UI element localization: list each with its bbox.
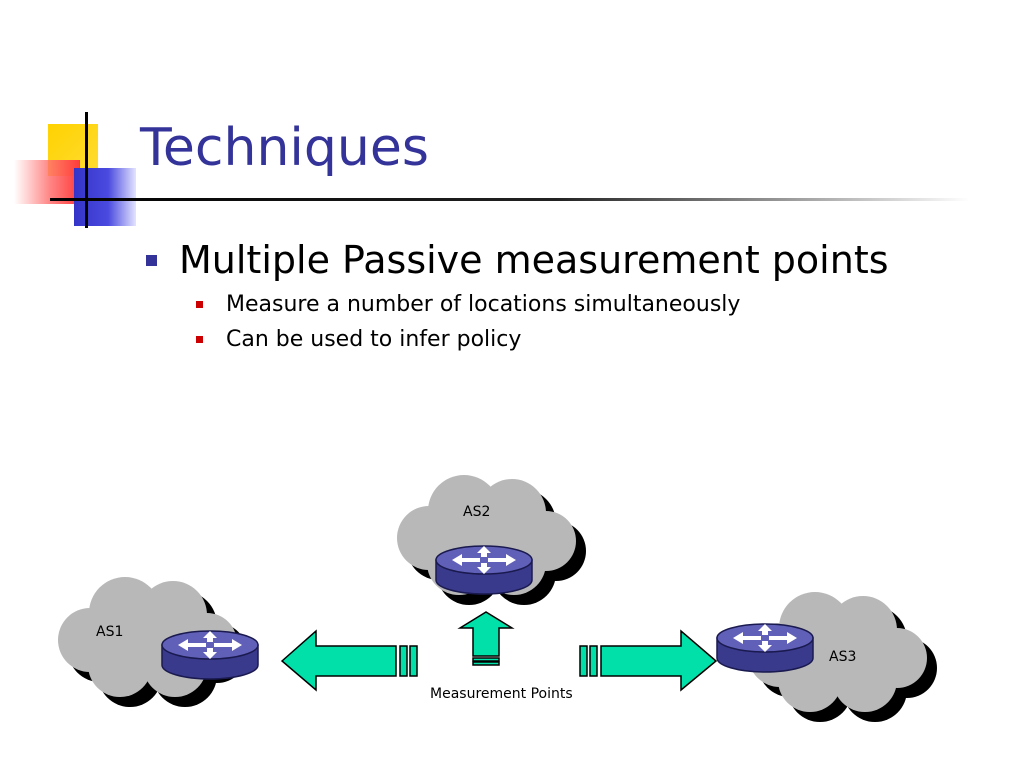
- as1-label: AS1: [96, 624, 123, 640]
- logo-red-square: [14, 160, 80, 204]
- sub-bullet-text: Can be used to infer policy: [226, 327, 522, 352]
- sub-bullet-text: Measure a number of locations simultaneo…: [226, 292, 741, 317]
- left-measurement-arrow-icon: [280, 629, 418, 692]
- sub-bullet-square-icon: [196, 301, 203, 308]
- as3-label: AS3: [829, 649, 856, 665]
- up-measurement-arrow-icon: [457, 611, 515, 666]
- sub-bullet-square-icon: [196, 336, 203, 343]
- sub-bullet: Can be used to infer policy: [196, 327, 889, 352]
- bullet-main-text: Multiple Passive measurement points: [179, 238, 889, 282]
- router-as2-icon: [435, 545, 533, 595]
- slide-title: Techniques: [140, 118, 429, 178]
- logo-blue-square: [74, 168, 136, 226]
- sub-bullet: Measure a number of locations simultaneo…: [196, 292, 889, 317]
- bullet-main: Multiple Passive measurement points: [146, 238, 889, 282]
- as2-label: AS2: [463, 504, 490, 520]
- bullet-list: Multiple Passive measurement points Meas…: [146, 238, 889, 352]
- title-underline: [50, 198, 970, 201]
- bullet-square-icon: [146, 254, 157, 266]
- router-as1-icon: [161, 630, 259, 680]
- logo-vertical-line: [85, 112, 88, 228]
- router-as3-icon: [716, 623, 814, 673]
- measurement-points-label: Measurement Points: [430, 686, 573, 702]
- right-measurement-arrow-icon: [579, 629, 718, 692]
